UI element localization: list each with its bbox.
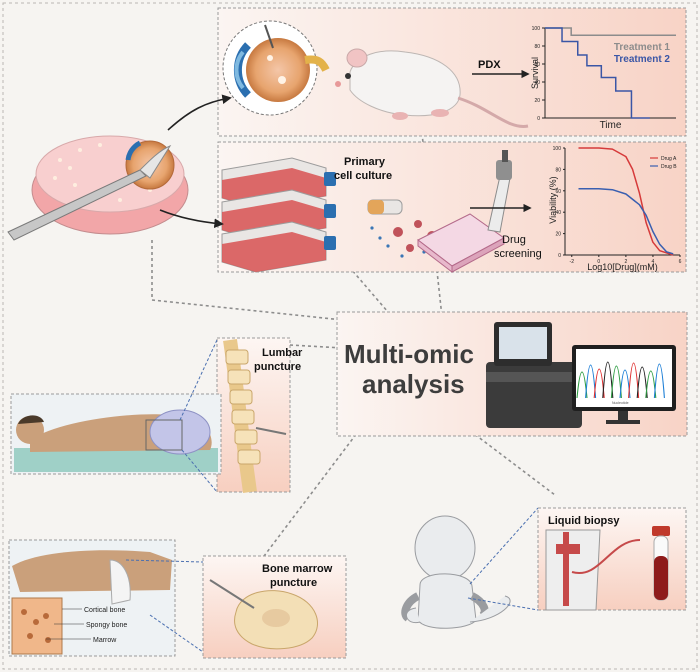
y-tick-label: 100	[553, 146, 562, 152]
y-tick-label: 40	[555, 210, 561, 216]
y-tick-label: 100	[532, 26, 541, 32]
sequencer-caption: Nucleotide	[612, 401, 629, 405]
x-tick-label: -2	[570, 259, 575, 265]
legend-label-1: Treatment 1	[614, 42, 671, 53]
mouse-illustration	[335, 48, 529, 128]
cortical-bone-label: Cortical bone	[84, 607, 125, 614]
x-tick-label: 4	[652, 259, 655, 265]
liquid-biopsy-label: Liquid biopsy	[548, 515, 620, 527]
liquid-biopsy-panel: Liquid biopsy	[467, 507, 687, 611]
legend-label-2: Drug B	[661, 164, 677, 170]
y-tick-label: 60	[555, 189, 561, 195]
y-tick-label: 80	[534, 44, 540, 50]
x-tick-label: 2	[624, 259, 627, 265]
series-line-2	[545, 27, 650, 119]
flask-stack	[221, 157, 336, 273]
arrow-to-pdx	[167, 94, 232, 131]
y-tick-label: 80	[555, 167, 561, 173]
drug-screening-line2: screening	[494, 248, 542, 260]
y-axis-label: Survival	[530, 57, 540, 89]
primary-culture-panel: Primary cell culture Drug	[217, 141, 687, 274]
y-tick-label: 0	[558, 253, 561, 259]
arrow-to-culture	[159, 209, 224, 229]
series-line-1	[578, 147, 674, 256]
series-line-2	[578, 187, 674, 255]
lumbar-line1: Lumbar	[262, 347, 303, 359]
spine-illustration	[223, 338, 287, 493]
x-axis-label: Time	[600, 120, 622, 131]
marrow-label: Marrow	[93, 637, 117, 644]
lumbar-line2: puncture	[254, 361, 301, 373]
scalpel	[7, 169, 147, 241]
chromatogram-peak	[628, 362, 640, 399]
y-tick-label: 60	[534, 62, 540, 68]
chromatogram-peak	[610, 365, 622, 399]
baby-illustration	[401, 515, 511, 629]
legend-label-1: Drug A	[661, 156, 677, 162]
y-tick-label: 20	[534, 98, 540, 104]
legend-label-2: Treatment 2	[614, 54, 671, 65]
primary-label-line2: cell culture	[334, 170, 392, 182]
pelvis-illustration	[209, 579, 318, 650]
chromatogram-peak	[636, 366, 648, 399]
multiwell-plate	[417, 213, 505, 274]
pdx-label: PDX	[478, 59, 501, 71]
drug-screening-line1: Drug	[502, 234, 526, 246]
bone-line1: Bone marrow	[262, 563, 333, 575]
monitor-illustration: Nucleotide	[572, 345, 676, 424]
y-tick-label: 20	[555, 232, 561, 238]
y-tick-label: 0	[537, 116, 540, 122]
chromatogram-peak	[602, 361, 614, 399]
x-tick-label: 0	[597, 259, 600, 265]
patient-lying-illustration	[14, 409, 218, 472]
x-axis-label: Log10[Drug](mM)	[587, 262, 658, 272]
multi-omic-line1: Multi-omic	[344, 339, 474, 369]
petri-dish	[7, 135, 189, 241]
multi-omic-panel: Multi-omic analysis Nucleotide	[336, 311, 688, 437]
bone-line2: puncture	[270, 577, 317, 589]
eye-illustration	[222, 20, 330, 116]
blood-draw-illustration	[545, 526, 670, 611]
chromatogram	[576, 361, 665, 399]
y-axis-label: Viability (%)	[548, 176, 558, 223]
y-tick-label: 40	[534, 80, 540, 86]
bone-procedure-illustration	[11, 550, 172, 655]
chromatogram-peak	[653, 363, 665, 399]
spongy-bone-label: Spongy bone	[86, 622, 127, 629]
viability-chart: 0 20 40 60 80 100 -2 0 2 4 6 Viability (%) Log10[Dru…	[548, 146, 682, 272]
sequencer-illustration	[486, 322, 582, 428]
tube-and-cells	[367, 199, 442, 258]
primary-label-line1: Primary	[344, 156, 386, 168]
lumbar-panel: Lumbar puncture	[10, 337, 303, 493]
bone-marrow-panel: Bone marrow puncture Cortical bone Spong…	[8, 539, 347, 659]
pipette-illustration	[487, 150, 512, 233]
multi-omic-line2: analysis	[362, 369, 465, 399]
x-tick-label: 6	[679, 259, 682, 265]
chromatogram-peak	[585, 364, 597, 399]
